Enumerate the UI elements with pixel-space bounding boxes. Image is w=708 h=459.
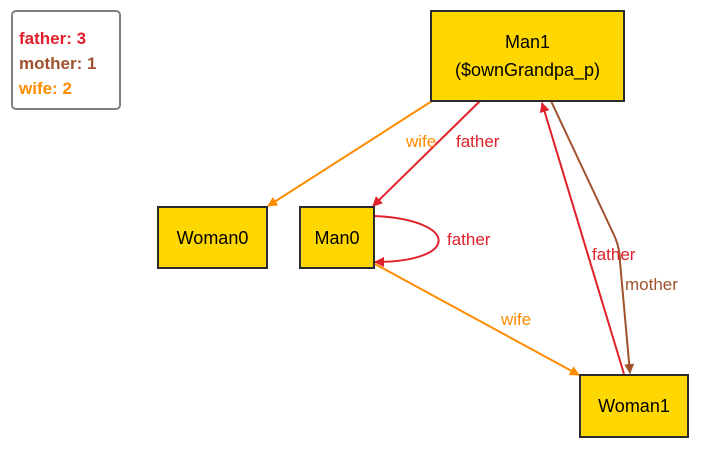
node-man1-label: Man1 bbox=[504, 32, 551, 52]
edge-label-man1-woman0-wife: wife bbox=[406, 132, 437, 151]
node-woman1[interactable]: Woman1 bbox=[579, 374, 689, 438]
edge-label-man0-woman1-wife: wife bbox=[501, 310, 532, 329]
legend: father: 3 mother: 1 wife: 2 bbox=[11, 10, 121, 110]
edge-man0-woman1-wife bbox=[374, 263, 580, 376]
edge-label-man1-woman1-mother: mother bbox=[625, 275, 678, 294]
edge-label-man0-self-father: father bbox=[447, 230, 491, 249]
edge-label-woman1-man1-father: father bbox=[592, 245, 636, 264]
legend-item-mother: mother: 1 bbox=[19, 54, 97, 73]
node-woman0-label: Woman0 bbox=[176, 227, 249, 248]
edge-woman1-man1-father bbox=[539, 102, 625, 375]
legend-item-wife: wife: 2 bbox=[19, 79, 72, 98]
node-man1[interactable]: Man1 ($ownGrandpa_p) bbox=[430, 10, 625, 102]
node-man0[interactable]: Man0 bbox=[299, 206, 375, 269]
edge-man0-self-father bbox=[373, 215, 440, 267]
node-woman0[interactable]: Woman0 bbox=[157, 206, 268, 269]
edge-man1-woman1-mother bbox=[550, 100, 635, 374]
edge-man1-man0-father bbox=[372, 100, 481, 207]
node-woman1-label: Woman1 bbox=[598, 396, 670, 416]
edge-man1-woman0-wife bbox=[267, 100, 433, 207]
edge-label-man1-man0-father: father bbox=[456, 132, 500, 151]
node-man0-label: Man0 bbox=[314, 227, 360, 248]
node-man1-sublabel: ($ownGrandpa_p) bbox=[454, 60, 601, 80]
legend-item-father: father: 3 bbox=[19, 29, 87, 48]
